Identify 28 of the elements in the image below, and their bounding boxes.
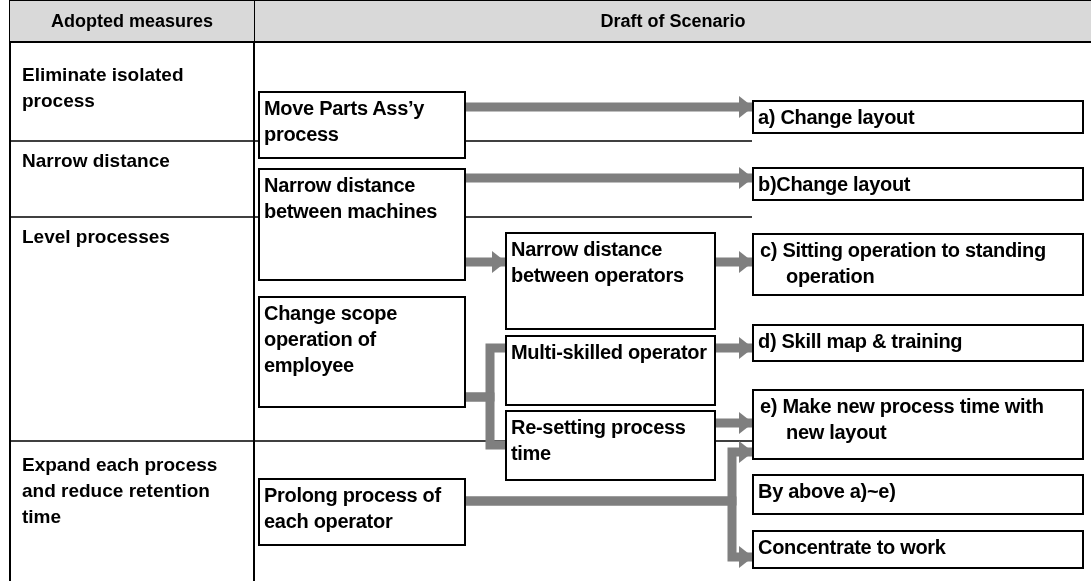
- arrow: [466, 251, 506, 273]
- scenario-box: Concentrate to work: [752, 530, 1084, 569]
- connector-line: [466, 392, 505, 450]
- scenario-box: By above a)~e): [752, 474, 1084, 515]
- row-label: Narrow distance: [22, 149, 171, 173]
- arrow: [716, 412, 753, 434]
- row-label: Level processes: [22, 225, 171, 249]
- scenario-box: b)Change layout: [752, 167, 1084, 201]
- arrow: [716, 337, 753, 359]
- process-box: Re-setting process time: [505, 410, 716, 481]
- scenario-box: c) Sitting operation to standing operation: [752, 233, 1084, 296]
- process-box: Move Parts Ass’y process: [258, 91, 466, 159]
- arrow: [466, 167, 753, 189]
- arrow: [716, 251, 753, 273]
- scenario-box: d) Skill map & training: [752, 324, 1084, 362]
- column-header: Adopted measures: [10, 1, 254, 41]
- column-header: Draft of Scenario: [255, 1, 1091, 41]
- process-box: Prolong process of each operator: [258, 478, 466, 546]
- arrow: [466, 96, 753, 118]
- arrow: [466, 496, 753, 568]
- scenario-box: e) Make new process time with new layout: [752, 389, 1084, 460]
- process-box: Narrow distance between operators: [505, 232, 716, 330]
- row-label: Expand each process and reduce retention time: [22, 453, 219, 529]
- process-box: Multi-skilled operator: [505, 335, 716, 406]
- row-label: Eliminate isolated process: [22, 63, 185, 113]
- scenario-box: a) Change layout: [752, 100, 1084, 134]
- process-box: Change scope operation of employee: [258, 296, 466, 408]
- process-box: Narrow distance between machines: [258, 168, 466, 281]
